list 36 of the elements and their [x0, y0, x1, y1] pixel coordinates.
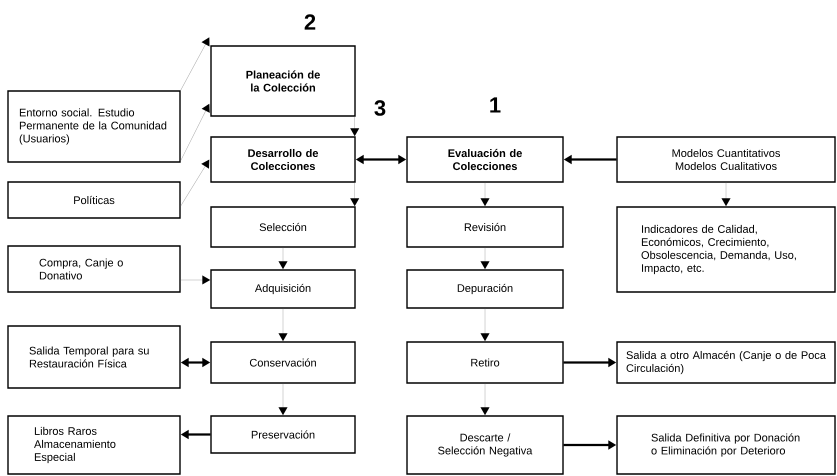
process-box: Libros Raros Almacenamiento Especial: [7, 415, 181, 475]
arrow: [278, 247, 288, 270]
arrow: [180, 276, 210, 284]
arrow: [350, 182, 360, 206]
process-box: Salida Definitiva por Donación o Eliminación por Deterioro: [616, 415, 836, 475]
arrow: [480, 247, 490, 270]
step-number: 1: [490, 97, 500, 113]
process-box: Políticas: [7, 181, 181, 219]
arrow: [278, 383, 288, 416]
arrow: [722, 182, 730, 206]
process-box: Descarte / Selección Negativa: [406, 415, 564, 475]
process-box: Revisión: [406, 206, 564, 248]
arrow: [480, 308, 490, 342]
process-box: Conservación: [210, 341, 356, 384]
process-box: Entorno social. Estudio Permanente de la Comunidad (Usuarios): [7, 90, 181, 163]
arrow: [480, 383, 490, 416]
step-number: 3: [374, 100, 386, 116]
arrow: [180, 104, 210, 161]
arrow: [350, 116, 360, 136]
process-box: Modelos Cuantitativos Modelos Cualitativos: [616, 136, 836, 183]
arrow: [180, 160, 210, 206]
process-box: Compra, Canje o Donativo: [7, 245, 181, 293]
process-box: Salida Temporal para su Restauración Física: [7, 325, 181, 389]
process-box: Salida a otro Almacén (Canje o de Poca Circulación): [616, 341, 836, 384]
arrow: [180, 38, 210, 91]
process-box: Preservación: [210, 415, 356, 454]
arrow: [278, 308, 288, 342]
process-box: Desarrollo de Colecciones: [210, 136, 356, 183]
process-box: Retiro: [406, 341, 564, 384]
process-box: Adquisición: [210, 269, 356, 309]
process-box: Selección: [210, 206, 356, 248]
arrow: [480, 182, 490, 206]
process-box: Depuración: [406, 269, 564, 309]
process-box: Evaluación de Colecciones: [406, 136, 564, 183]
process-box: Indicadores de Calidad, Económicos, Crecimiento, Obsolescencia, Demanda, Uso, Impacto, etc.: [616, 206, 836, 293]
process-box: Planeación de la Colección: [210, 45, 356, 117]
